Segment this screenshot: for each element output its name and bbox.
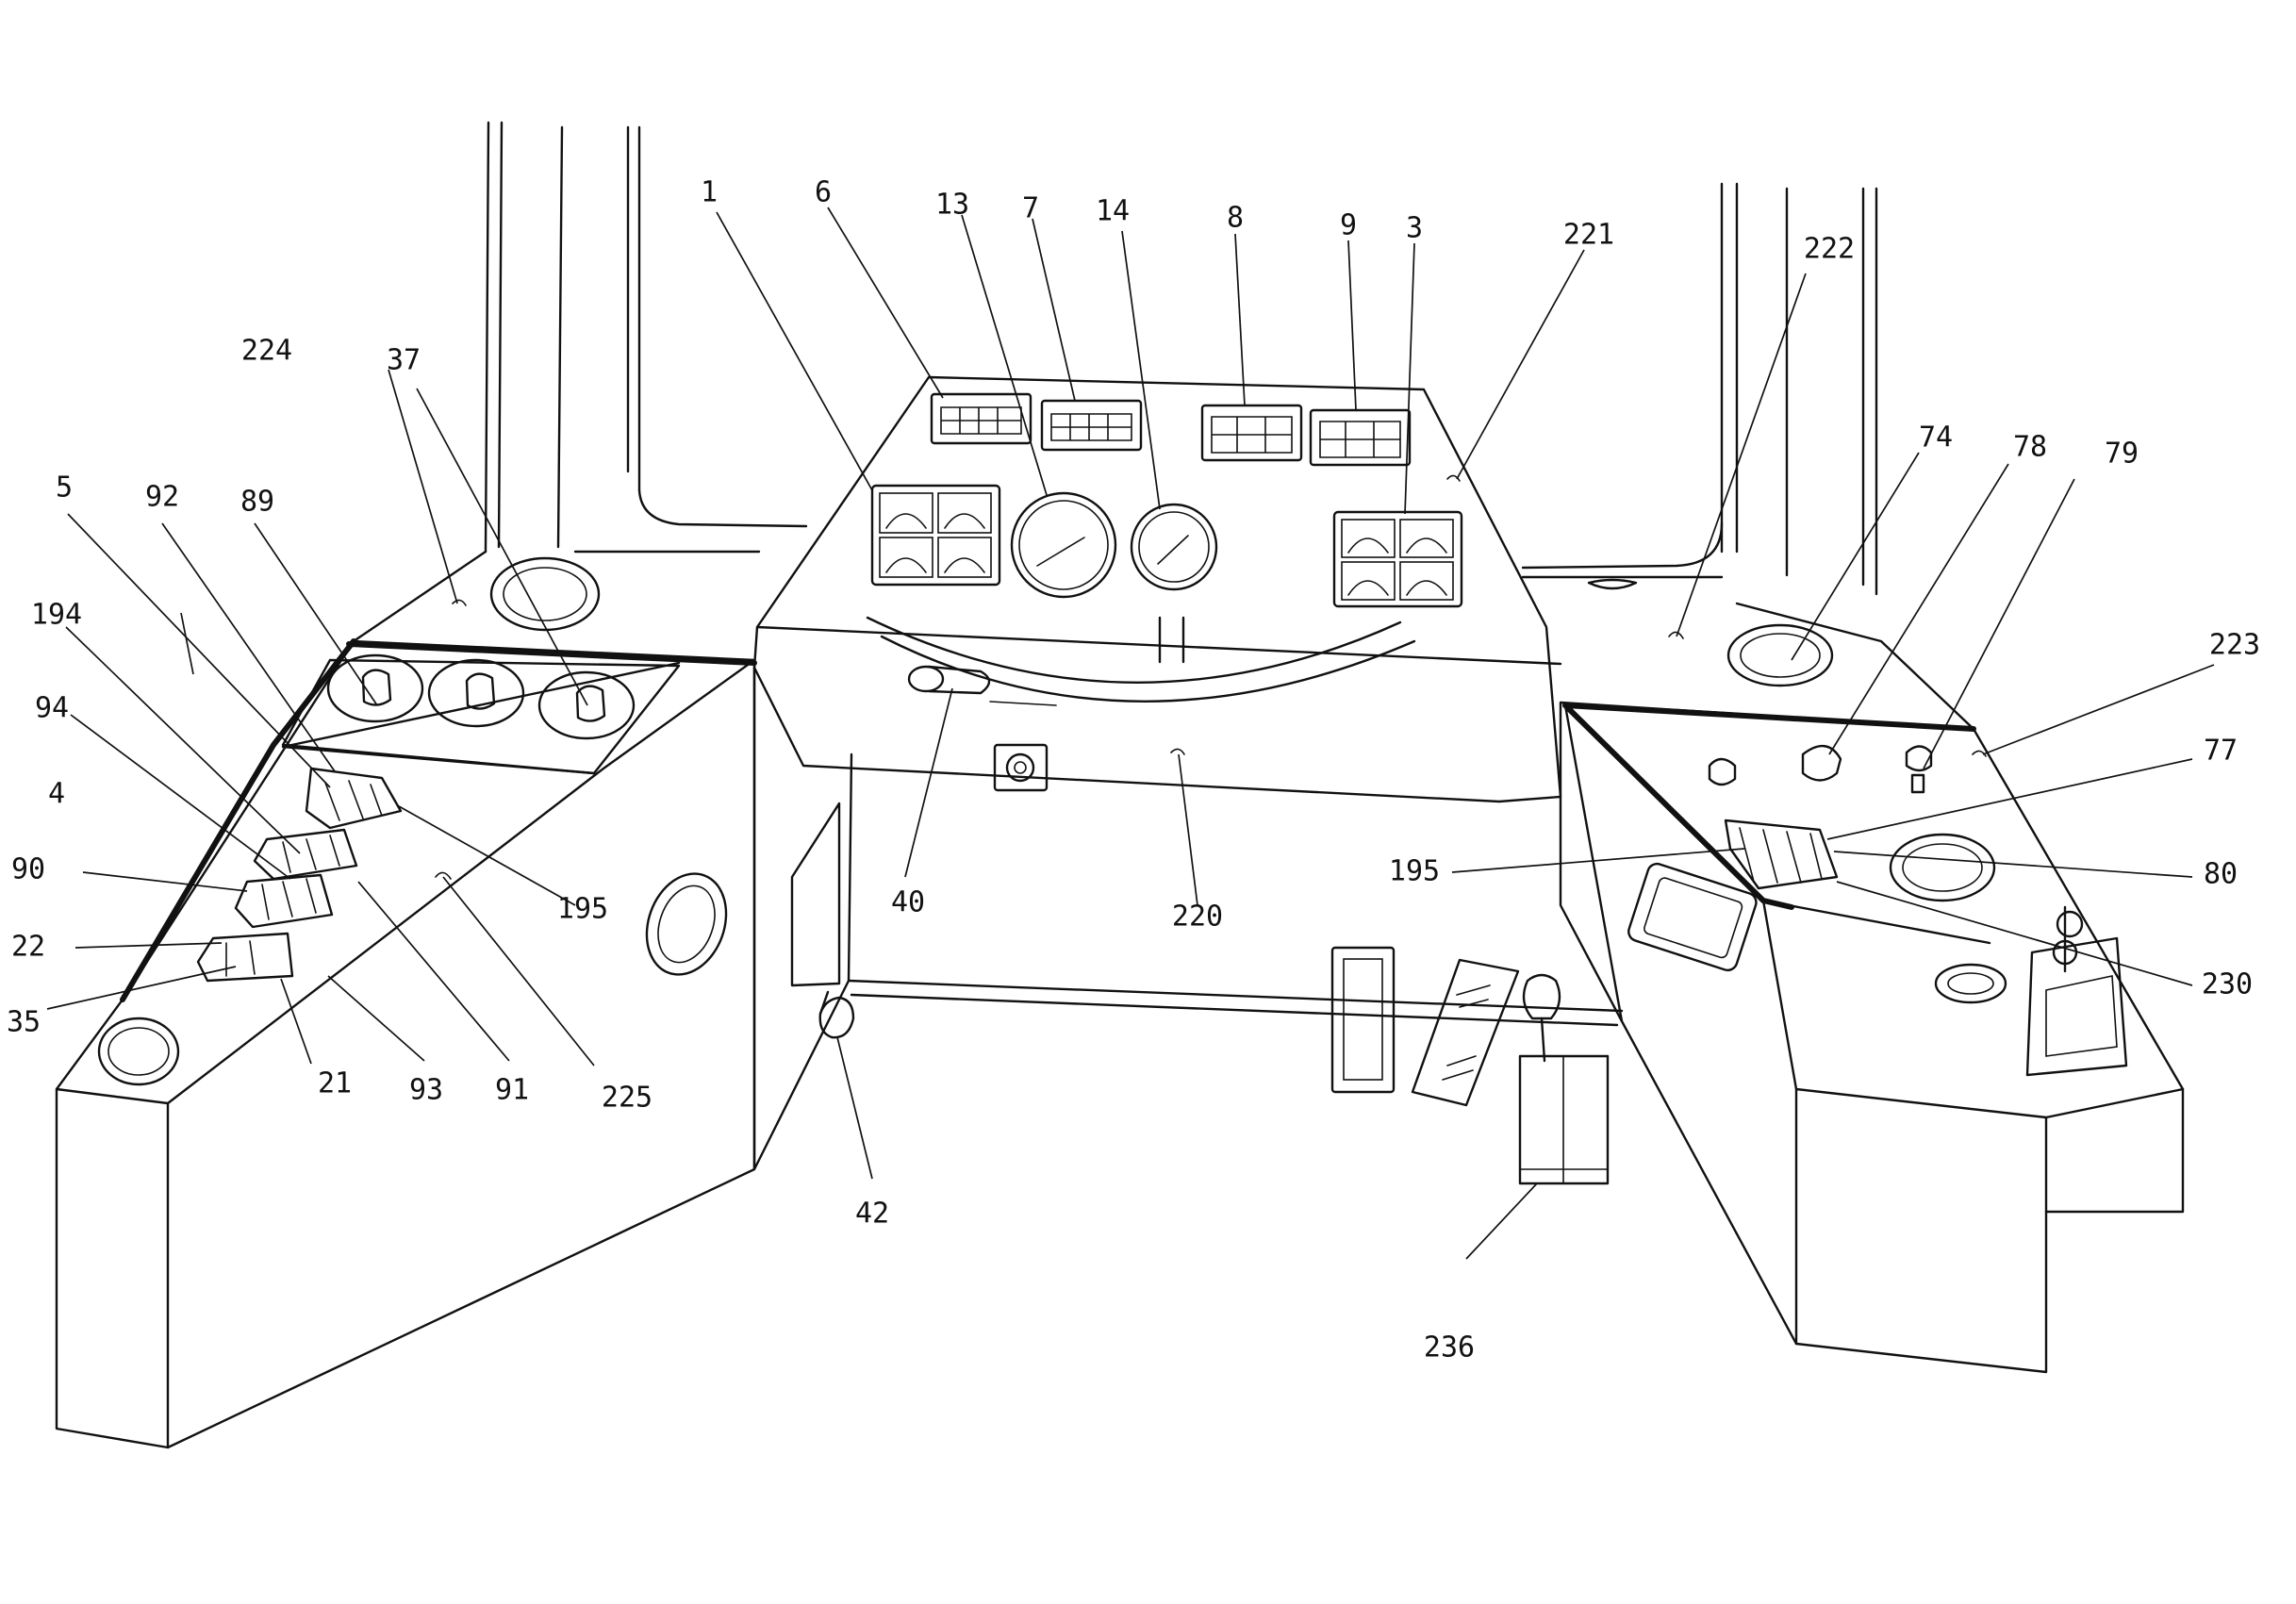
cab-structure [484,121,1878,596]
speedometer-13 [1010,491,1117,599]
ref-35: 35 [7,1006,41,1039]
ref-225: 225 [602,1082,652,1115]
ref-220: 220 [1172,901,1223,934]
ref-195-right: 195 [1389,855,1440,888]
ref-6: 6 [815,176,832,209]
key-switch [993,743,1049,792]
reference-numerals: 1 6 13 7 14 8 9 3 221 222 224 37 5 92 89… [7,176,2260,1364]
gauge-14 [1130,503,1218,591]
central-console [752,375,1562,803]
ref-74: 74 [1919,422,1953,455]
ref-236: 236 [1424,1331,1475,1364]
ref-7: 7 [1022,192,1039,225]
knob-42 [818,990,855,1039]
ref-22: 22 [11,931,45,964]
ref-4: 4 [48,778,65,811]
ref-79: 79 [2105,438,2139,471]
ref-195-left: 195 [557,893,608,926]
ref-223: 223 [2209,629,2260,662]
leader-lines [46,207,2215,1260]
ref-42: 42 [855,1198,889,1231]
ref-21: 21 [318,1067,352,1100]
ref-37: 37 [387,344,421,377]
ref-8: 8 [1227,202,1244,235]
left-console [55,550,757,1449]
ref-90: 90 [11,853,45,886]
gauge-cluster-3 [1332,510,1463,608]
ref-9: 9 [1340,209,1357,242]
ref-1: 1 [701,176,718,209]
ref-80: 80 [2204,858,2238,891]
ref-89: 89 [240,486,274,519]
ref-224: 224 [241,335,292,368]
gauge-cluster-1 [870,484,1001,587]
right-console [1559,602,2185,1374]
ref-13: 13 [935,189,969,222]
ref-77: 77 [2204,735,2238,768]
light-switch-40 [907,665,1057,706]
indicator-panels [930,392,1412,467]
ref-78: 78 [2013,431,2047,464]
ref-3: 3 [1406,212,1423,245]
ref-230: 230 [2202,968,2253,1001]
pedals [1330,946,1520,1107]
ref-14: 14 [1096,195,1130,228]
ref-194: 194 [31,599,82,632]
ref-91: 91 [495,1074,529,1107]
ref-5: 5 [56,471,73,504]
ref-92: 92 [145,481,179,514]
ref-93: 93 [409,1074,443,1107]
ref-221: 221 [1563,219,1614,252]
ref-40: 40 [891,886,925,919]
ref-94: 94 [35,692,69,725]
ref-222: 222 [1804,233,1855,266]
gear-lever-236 [1518,973,1610,1185]
